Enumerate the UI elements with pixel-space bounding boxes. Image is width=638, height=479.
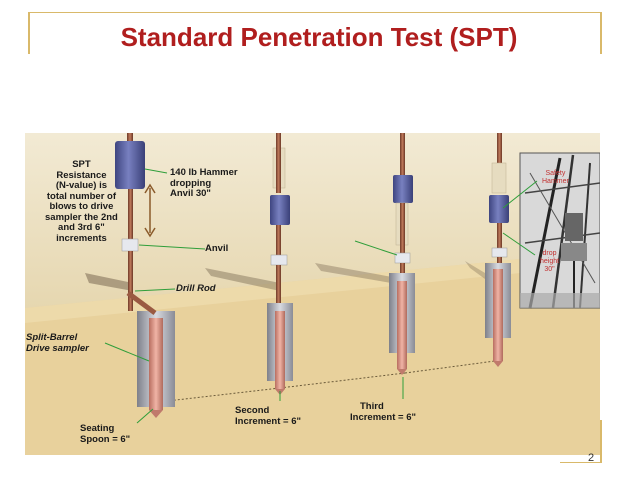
label-third: Third Increment = 6" bbox=[350, 401, 417, 423]
rig-4 bbox=[485, 133, 538, 367]
photo-label-hammer: Safety Hammer bbox=[542, 170, 569, 185]
arrow-drill-rod bbox=[134, 288, 176, 292]
label-anvil: Anvil bbox=[205, 243, 229, 254]
label-second: Second Increment = 6" bbox=[235, 405, 302, 427]
guide-third bbox=[404, 360, 496, 374]
label-seating: Seating Spoon = 6" bbox=[80, 423, 131, 445]
rod-shadow-1 bbox=[85, 273, 133, 291]
photo-label-drop: drop height 30" bbox=[540, 250, 560, 273]
rig-photo bbox=[519, 152, 600, 309]
rod-shadow-2 bbox=[205, 268, 280, 291]
rod-shadow-3 bbox=[315, 263, 403, 285]
arrow-hammer bbox=[144, 168, 168, 174]
label-drill-rod: Drill Rod bbox=[176, 283, 216, 294]
corner-rule-top-left bbox=[28, 12, 30, 54]
label-hammer: 140 lb Hammer dropping Anvil 30" bbox=[170, 167, 238, 199]
rig-1 bbox=[115, 133, 175, 418]
corner-rule-bottom-right bbox=[600, 420, 602, 462]
arrow-sampler bbox=[104, 342, 150, 362]
corner-rule-bottom bbox=[560, 462, 602, 463]
rod-shadow-4 bbox=[465, 261, 485, 279]
rig-2 bbox=[267, 133, 293, 395]
corner-rule-top bbox=[28, 12, 600, 13]
page-number: 2 bbox=[588, 452, 595, 464]
label-resistance-note: SPT Resistance (N-value) is total number… bbox=[45, 159, 118, 244]
corner-rule-top-right bbox=[600, 12, 602, 54]
rig-3 bbox=[354, 133, 415, 375]
arrow-anvil bbox=[138, 244, 206, 250]
arrow-seating bbox=[136, 408, 154, 424]
guide-second bbox=[279, 372, 406, 389]
spt-diagram bbox=[25, 133, 600, 455]
slide-title: Standard Penetration Test (SPT) bbox=[120, 22, 518, 52]
label-sampler: Split-Barrel Drive sampler bbox=[26, 332, 89, 354]
ground-top-band bbox=[25, 251, 600, 323]
